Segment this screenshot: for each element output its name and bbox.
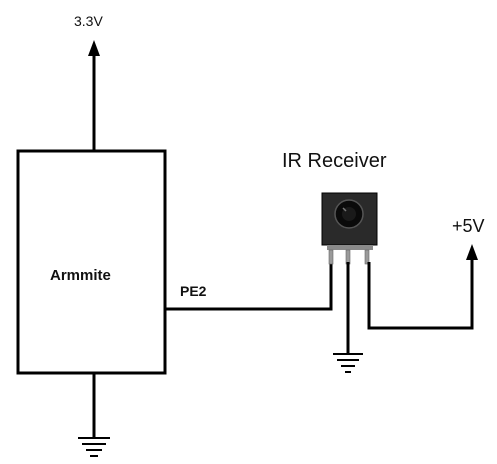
- module-label: Armmite: [50, 267, 111, 284]
- supply-arrow-left: [88, 40, 100, 150]
- signal-wire: [166, 262, 333, 311]
- pin-label: PE2: [180, 283, 207, 299]
- supply-label-left: 3.3V: [74, 13, 103, 29]
- supply-wire-right: [367, 258, 474, 330]
- receiver-label: IR Receiver: [282, 150, 387, 172]
- supply-arrow-right: [466, 244, 478, 260]
- ground-symbol-left: [78, 373, 110, 457]
- supply-label-right: +5V: [452, 216, 485, 236]
- armmite-module-box: [16, 149, 167, 375]
- ground-symbol-receiver: [333, 262, 363, 373]
- ir-receiver-component: [321, 192, 378, 265]
